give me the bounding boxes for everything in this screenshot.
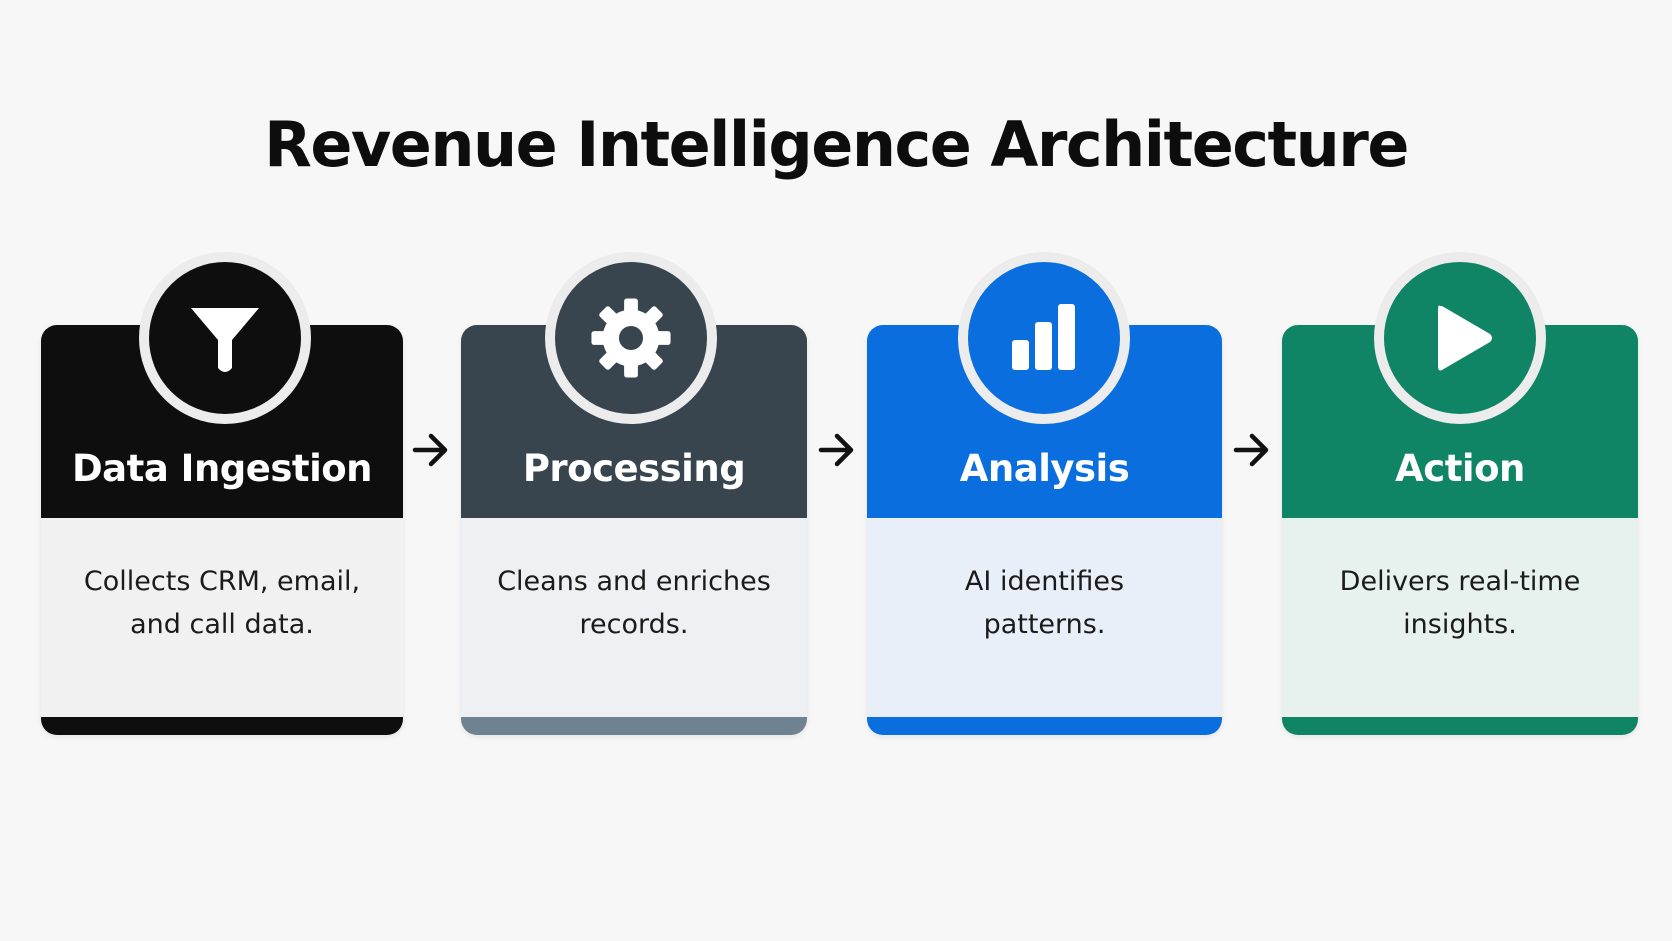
arrow-right-icon bbox=[1233, 433, 1269, 467]
funnel-icon-badge bbox=[139, 252, 311, 424]
diagram-title: Revenue Intelligence Architecture bbox=[264, 108, 1409, 181]
stage-description: Delivers real-time insights. bbox=[1339, 566, 1581, 640]
play-icon-badge bbox=[1374, 252, 1546, 424]
stage-title: Action bbox=[1395, 447, 1525, 490]
stage-title: Processing bbox=[522, 447, 746, 490]
stage-footer-bar bbox=[41, 717, 403, 735]
play-icon bbox=[1438, 305, 1492, 371]
arrow-right-icon bbox=[818, 433, 854, 467]
stage-card-analysis: Analysis AI identifies patterns. bbox=[867, 325, 1222, 735]
arrow-right-icon bbox=[412, 433, 448, 467]
stage-body: Cleans and enriches records. bbox=[461, 518, 807, 717]
stage-body: AI identifies patterns. bbox=[867, 518, 1222, 717]
gear-icon bbox=[591, 298, 671, 378]
stage-description: Collects CRM, email, and call data. bbox=[83, 566, 361, 640]
stage-description: Cleans and enriches records. bbox=[497, 566, 771, 640]
stage-footer-bar bbox=[1282, 717, 1638, 735]
stage-footer-bar bbox=[461, 717, 807, 735]
gear-icon-badge bbox=[545, 252, 717, 424]
stage-body: Delivers real-time insights. bbox=[1282, 518, 1638, 717]
stage-body: Collects CRM, email, and call data. bbox=[41, 518, 403, 717]
bar-chart-icon bbox=[1012, 304, 1075, 370]
stage-footer-bar bbox=[867, 717, 1222, 735]
stage-description: AI identifies patterns. bbox=[964, 566, 1125, 640]
funnel-icon bbox=[191, 308, 259, 372]
stage-title: Analysis bbox=[959, 447, 1130, 490]
bar-chart-icon-badge bbox=[958, 252, 1130, 424]
stage-title: Data Ingestion bbox=[71, 447, 373, 490]
